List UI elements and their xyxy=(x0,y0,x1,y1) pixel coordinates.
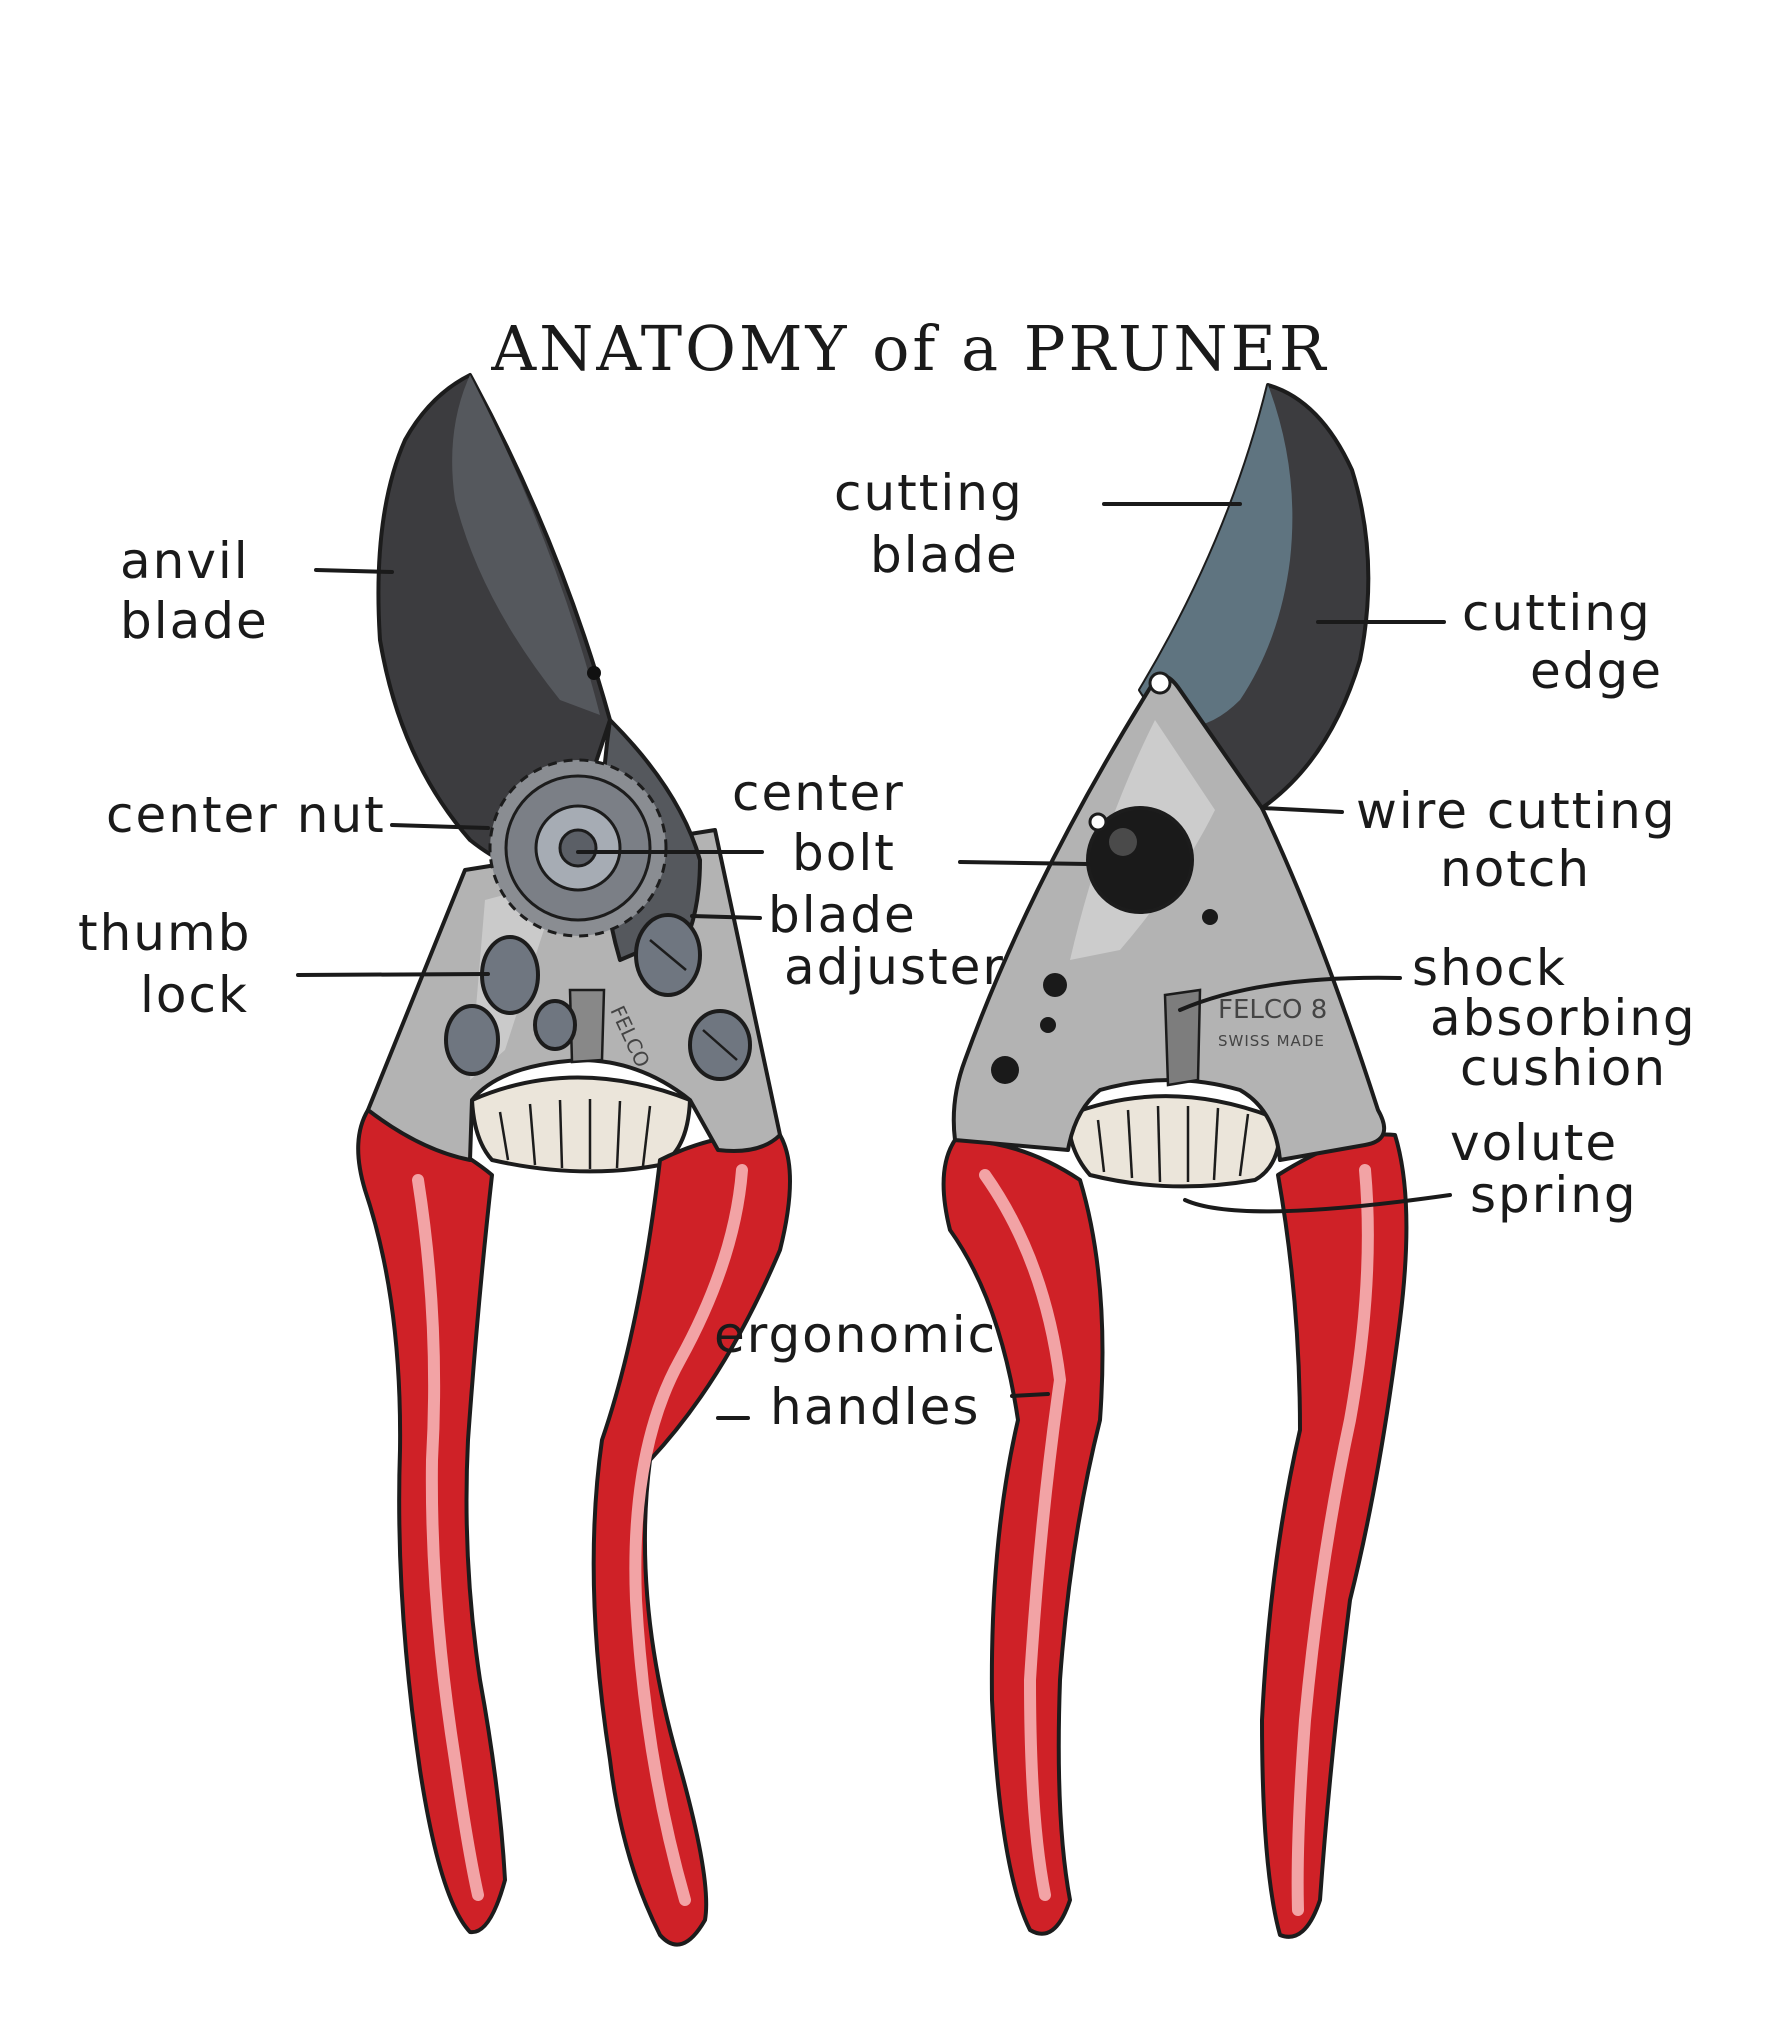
leader-shock-absorbing-cushion xyxy=(1178,975,1402,1012)
label-thumb-lock-line1: thumb xyxy=(78,904,251,962)
thumb-lock-pad-1 xyxy=(480,935,540,1015)
label-cutting-blade-line2: blade xyxy=(870,526,1019,584)
label-blade-adjuster-line1: blade xyxy=(768,886,917,944)
left-anvil-blade-sheen xyxy=(452,375,600,715)
thumb-lock-pad-3 xyxy=(533,999,577,1051)
label-center-bolt-line2: bolt xyxy=(792,824,896,882)
leader-volute-spring xyxy=(1183,1193,1452,1214)
left-pruner: FELCO xyxy=(356,373,792,1947)
left-handle-highlight xyxy=(412,1174,484,1901)
right-pruner: FELCO 8 SWISS MADE xyxy=(941,383,1409,1939)
right-made-stamp: SWISS MADE xyxy=(1218,1032,1325,1050)
right-spring-coils xyxy=(1096,1105,1250,1183)
left-spring-coils xyxy=(498,1099,652,1169)
right-cutting-edge-steel xyxy=(1140,385,1293,727)
label-volute-spring-line1: volute xyxy=(1450,1114,1618,1172)
label-shock-absorbing-cushion: shock absorbing cushion xyxy=(1412,939,1715,1097)
leader-wire-cutting-notch xyxy=(1260,806,1344,814)
label-center-bolt: center bolt xyxy=(732,764,923,882)
right-handle-highlight xyxy=(979,1169,1067,1901)
left-anvil-blade xyxy=(376,373,612,874)
left-center-bolt-head xyxy=(558,828,598,868)
right-volute-spring xyxy=(1066,1094,1283,1189)
leader-center-bolt-right xyxy=(958,860,1090,866)
label-cutting-edge: cutting edge xyxy=(1462,584,1670,700)
label-anvil-blade-line2: blade xyxy=(120,592,269,650)
leader-thumb-lock xyxy=(296,972,490,977)
blade-adjuster-screws xyxy=(634,913,752,1081)
label-center-bolt-line1: center xyxy=(732,764,905,822)
right-frame-holes xyxy=(991,812,1218,1084)
leader-lines xyxy=(296,502,1452,1420)
label-cutting-blade: cutting blade xyxy=(834,464,1042,584)
label-volute-spring: volute spring xyxy=(1450,1114,1638,1224)
right-handle-highlight-2 xyxy=(1291,1164,1374,1916)
label-ergonomic-handles-line2: handles xyxy=(770,1378,980,1436)
right-center-bolt-shine xyxy=(1109,828,1137,856)
label-blade-adjuster-line2: adjuster xyxy=(784,938,1005,996)
left-pruner-right-handle xyxy=(591,1132,792,1947)
right-pruner-frame xyxy=(951,673,1387,1162)
leader-center-nut xyxy=(390,823,490,830)
label-shock-line1: shock xyxy=(1412,939,1567,997)
label-ergonomic-handles: ergonomic handles xyxy=(714,1306,1015,1436)
label-wire-cutting-notch: wire cutting notch xyxy=(1356,782,1695,898)
label-anvil-blade-line1: anvil xyxy=(120,532,250,590)
left-volute-spring xyxy=(470,1075,692,1174)
label-blade-adjuster: blade adjuster xyxy=(768,886,1005,996)
thumb-lock-pads xyxy=(444,935,577,1076)
label-center-nut: center nut xyxy=(106,786,386,844)
label-wire-cutting-notch-line1: wire cutting xyxy=(1356,782,1677,840)
thumb-lock-pad-2 xyxy=(444,1004,500,1076)
right-brand-stamp: FELCO 8 xyxy=(1218,995,1327,1025)
label-ergonomic-handles-line1: ergonomic xyxy=(714,1306,997,1364)
label-volute-spring-line2: spring xyxy=(1470,1166,1638,1224)
label-anvil-blade: anvil blade xyxy=(120,532,269,650)
right-pruner-left-handle xyxy=(941,1138,1105,1936)
left-blade-rivet xyxy=(587,666,601,680)
label-cutting-edge-line1: cutting xyxy=(1462,584,1652,642)
labels: anvil blade center nut thumb lock center… xyxy=(78,464,1715,1436)
right-blade-pivot xyxy=(1148,671,1172,695)
center-nut-assembly xyxy=(488,758,668,938)
label-thumb-lock-line2: lock xyxy=(140,966,249,1024)
diagram-title: ANATOMY of a PRUNER xyxy=(490,312,1328,385)
left-handle-highlight-2 xyxy=(629,1164,748,1906)
label-cutting-blade-line1: cutting xyxy=(834,464,1024,522)
label-cutting-edge-line2: edge xyxy=(1530,642,1663,700)
right-shock-absorbing-cushion xyxy=(1163,988,1202,1087)
leader-anvil-blade xyxy=(314,568,394,574)
label-shock-line3: cushion xyxy=(1460,1039,1667,1097)
label-thumb-lock: thumb lock xyxy=(78,904,269,1024)
leader-blade-adjuster xyxy=(690,914,762,920)
label-wire-cutting-notch-line2: notch xyxy=(1440,840,1591,898)
label-shock-line2: absorbing xyxy=(1430,989,1697,1047)
leader-handles-right xyxy=(1010,1392,1050,1398)
